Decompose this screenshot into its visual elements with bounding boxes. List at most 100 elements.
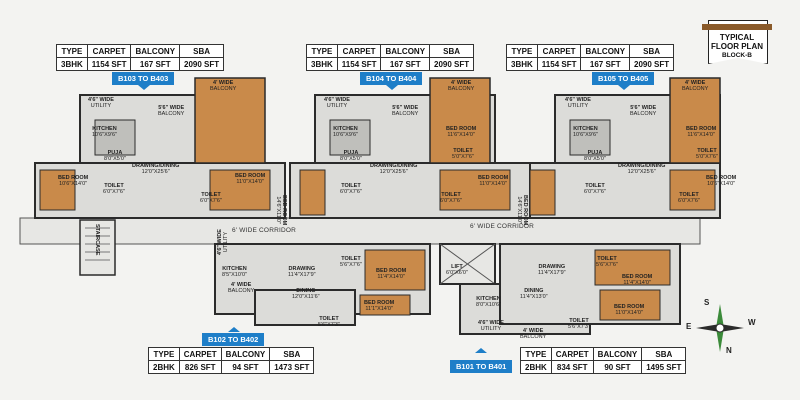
th-type: TYPE xyxy=(148,347,180,361)
badge-line1: TYPICAL xyxy=(719,33,755,42)
unit-b102 xyxy=(214,243,431,326)
td-balcony: 167 SFT xyxy=(130,57,181,71)
td-type: 3BHK xyxy=(506,57,538,71)
td-carpet: 1154 SFT xyxy=(86,57,132,71)
td-type: 3BHK xyxy=(306,57,338,71)
unit-b104 xyxy=(289,77,531,219)
unit-b101 xyxy=(459,243,681,335)
td-carpet: 834 SFT xyxy=(550,360,594,374)
th-carpet: CARPET xyxy=(178,347,222,361)
staircase-block xyxy=(79,219,116,276)
th-carpet: CARPET xyxy=(550,347,594,361)
compass-n: N xyxy=(726,346,732,355)
compass-w: W xyxy=(748,318,756,327)
corridor-label: 6' WIDE CORRIDOR xyxy=(232,227,297,234)
td-carpet: 1154 SFT xyxy=(536,57,582,71)
td-carpet: 1154 SFT xyxy=(336,57,382,71)
plan-title-badge: TYPICAL FLOOR PLAN BLOCK-B xyxy=(702,20,772,76)
unit-tag-b101: B101 TO B401 xyxy=(450,360,513,373)
td-sba: 1495 SFT xyxy=(641,360,687,374)
td-balcony: 94 SFT xyxy=(220,360,271,374)
corridor xyxy=(19,217,701,245)
th-balcony: BALCONY xyxy=(130,44,181,58)
th-type: TYPE xyxy=(506,44,538,58)
unit-tag-b102: B102 TO B402 xyxy=(202,333,265,346)
compass-e: E xyxy=(686,322,692,331)
unit-tag-b105: B105 TO B405 xyxy=(592,72,655,85)
th-sba: SBA xyxy=(641,347,687,361)
td-carpet: 826 SFT xyxy=(178,360,222,374)
td-sba: 2090 SFT xyxy=(429,57,475,71)
arrow-down-icon xyxy=(138,85,150,90)
th-carpet: CARPET xyxy=(536,44,582,58)
td-sba: 2090 SFT xyxy=(629,57,675,71)
th-balcony: BALCONY xyxy=(592,347,643,361)
th-sba: SBA xyxy=(179,44,225,58)
lift-core xyxy=(439,243,496,285)
td-balcony: 167 SFT xyxy=(380,57,431,71)
td-type: 2BHK xyxy=(148,360,180,374)
th-balcony: BALCONY xyxy=(380,44,431,58)
td-balcony: 90 SFT xyxy=(592,360,643,374)
td-sba: 2090 SFT xyxy=(179,57,225,71)
badge-line2: FLOOR PLAN xyxy=(711,42,763,51)
th-carpet: CARPET xyxy=(336,44,382,58)
th-type: TYPE xyxy=(56,44,88,58)
compass-rose xyxy=(696,304,744,352)
unit-tag-b103: B103 TO B403 xyxy=(112,72,175,85)
th-balcony: BALCONY xyxy=(580,44,631,58)
td-type: 2BHK xyxy=(520,360,552,374)
unit-b103 xyxy=(34,77,286,219)
badge-line3: BLOCK-B xyxy=(722,52,752,59)
th-sba: SBA xyxy=(629,44,675,58)
unit-tag-b104: B104 TO B404 xyxy=(360,72,423,85)
th-type: TYPE xyxy=(520,347,552,361)
